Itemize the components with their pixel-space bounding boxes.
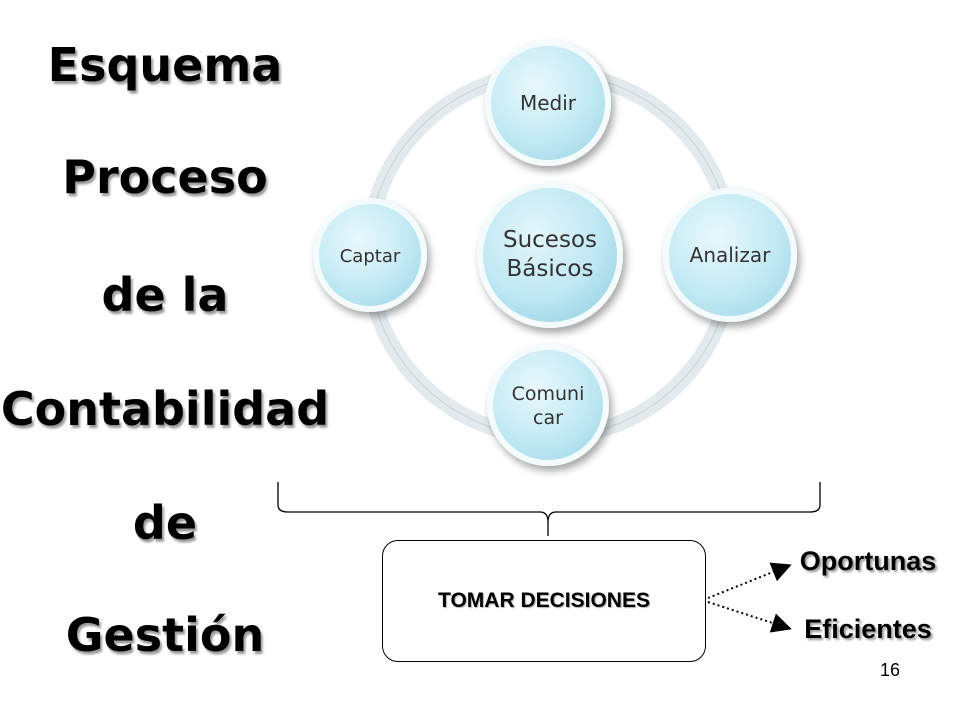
- title-line-4: Contabilidad: [0, 382, 330, 436]
- decision-box: TOMAR DECISIONES: [382, 540, 706, 662]
- title-line-1: Esquema: [47, 38, 283, 92]
- center-label-line1: Sucesos: [503, 227, 597, 253]
- outcome-efficient: Eficientes: [804, 614, 932, 644]
- node-measure-label: Medir: [520, 91, 577, 115]
- center-label-line2: Básicos: [507, 256, 594, 282]
- decision-label: TOMAR DECISIONES: [438, 589, 650, 612]
- center-node: [477, 182, 623, 328]
- node-analyze-label: Analizar: [690, 243, 771, 267]
- arrow-to-timely: [707, 562, 792, 599]
- grouping-brace: [277, 482, 821, 536]
- title-line-6: Gestión: [65, 608, 265, 662]
- outcome-timely: Oportunas: [799, 546, 937, 576]
- node-communicate-label-line1: Comuni: [512, 383, 585, 405]
- node-capture: [313, 198, 427, 312]
- arrow-to-efficient: [707, 601, 792, 633]
- title-line-5: de: [132, 496, 198, 550]
- page-number: 16: [879, 660, 901, 680]
- node-analyze: [663, 188, 797, 322]
- title-line-3: de la: [101, 268, 229, 322]
- node-capture-label: Captar: [340, 246, 401, 267]
- node-communicate: [487, 344, 609, 466]
- node-communicate-label-line2: car: [533, 407, 563, 429]
- title-line-2: Proceso: [62, 150, 268, 204]
- node-measure: [485, 40, 611, 166]
